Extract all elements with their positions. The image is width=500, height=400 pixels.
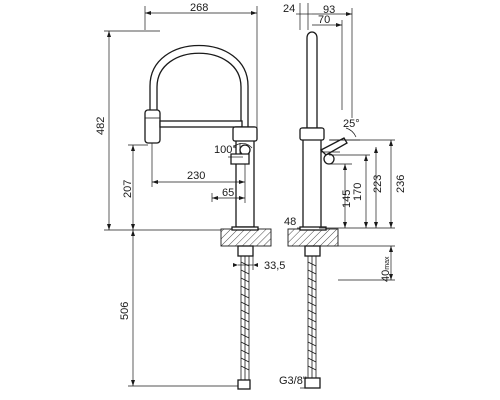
front-base-plate xyxy=(231,226,259,231)
dim-230-label: 230 xyxy=(187,170,205,182)
dim-40max-value: 40 xyxy=(380,270,392,282)
dim-482-label: 482 xyxy=(95,117,107,135)
dim-33-5-label: 33,5 xyxy=(264,260,285,272)
side-lever xyxy=(319,137,348,156)
angle-25-label: 25° xyxy=(343,118,360,130)
dim-145-label: 145 xyxy=(341,190,353,208)
dim-223-label: 223 xyxy=(372,175,384,193)
dim-93-label: 93 xyxy=(323,4,335,16)
dim-268-label: 268 xyxy=(190,2,208,14)
dim-207-label: 207 xyxy=(122,180,134,198)
side-hose-braid xyxy=(307,261,317,371)
side-lever-knob xyxy=(323,153,335,165)
side-view: 24 93 70 25° 145 170 223 xyxy=(279,3,407,389)
dim-170-label: 170 xyxy=(352,183,364,201)
front-spring-arc-inner xyxy=(156,52,242,133)
dim-236-label: 236 xyxy=(395,175,407,193)
side-spout-tube xyxy=(306,31,318,131)
angle-100-label: 100° xyxy=(214,144,237,156)
side-body-column xyxy=(302,127,322,229)
front-spray-head xyxy=(144,109,161,144)
thread-connection-label: G3/8" xyxy=(279,375,307,387)
dim-65-label: 65 xyxy=(222,187,234,199)
front-body-joint xyxy=(232,126,258,142)
dim-40max-unit: max xyxy=(384,256,391,270)
dim-24-label: 24 xyxy=(283,3,295,15)
front-hose-braid xyxy=(240,261,250,371)
side-hose-fitting xyxy=(304,377,321,389)
dim-506-label: 506 xyxy=(119,302,131,320)
dim-40max-label: 40max xyxy=(380,256,392,282)
front-spring-arc-outer xyxy=(149,45,249,133)
angle-25-arc xyxy=(345,127,357,138)
front-base-hatched xyxy=(220,228,272,247)
front-handle-lever xyxy=(230,153,250,165)
side-base-hatched xyxy=(287,228,339,247)
side-base-nut xyxy=(304,245,321,257)
dim-48-label: 48 xyxy=(284,216,296,228)
side-body-joint xyxy=(299,127,325,141)
front-base-nut xyxy=(237,245,254,257)
side-base-plate xyxy=(299,226,327,231)
angle-100-arc xyxy=(233,143,253,149)
front-spout-arm xyxy=(159,120,243,128)
dim-70-label: 70 xyxy=(318,14,330,26)
front-hose-fitting xyxy=(237,379,251,390)
front-view: 268 482 207 230 65 100° xyxy=(95,2,285,390)
